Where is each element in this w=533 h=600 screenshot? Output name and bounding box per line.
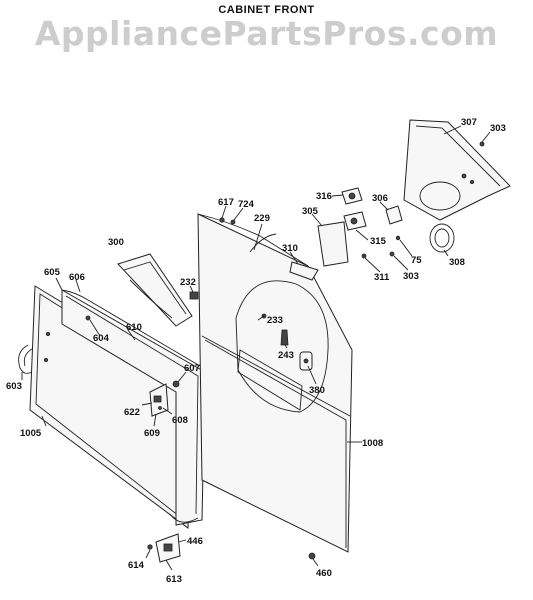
- door-handle[interactable]: [18, 344, 33, 374]
- screw-614: [147, 544, 153, 550]
- callout-607: 607: [184, 363, 200, 374]
- callout-605: 605: [44, 267, 61, 278]
- callout-315: 315: [370, 236, 387, 247]
- wire-229[interactable]: [249, 233, 277, 253]
- screw-617: [219, 217, 225, 223]
- callout-610: 610: [126, 322, 142, 333]
- cabinet-top-edge: [197, 213, 309, 267]
- clip-232: [189, 291, 199, 300]
- leader-lines: [21, 125, 491, 571]
- blower-duct[interactable]: [403, 119, 511, 221]
- callout-604: 604: [93, 333, 110, 344]
- screw-303a: [479, 141, 485, 147]
- lower-hinge[interactable]: [155, 533, 181, 563]
- callout-606: 606: [69, 272, 85, 283]
- screw-604: [85, 315, 91, 321]
- callout-609: 609: [144, 428, 160, 439]
- door-seal: [61, 289, 201, 367]
- callout-622: 622: [124, 407, 140, 418]
- watermark-text: AppliancePartsPros.com: [34, 14, 499, 53]
- screw-75: [395, 235, 401, 241]
- callout-316: 316: [316, 191, 332, 202]
- callout-labels: 307 303 316 306 305 315 75 308 311 303 6…: [6, 117, 506, 585]
- switch-380[interactable]: [299, 351, 313, 371]
- screw-311: [361, 253, 367, 259]
- part-306[interactable]: [385, 205, 403, 225]
- callout-380: 380: [309, 385, 325, 396]
- callout-303b: 303: [403, 271, 419, 282]
- callout-243: 243: [278, 350, 294, 361]
- callout-311: 311: [374, 272, 390, 283]
- thermostat-316[interactable]: [341, 187, 363, 205]
- callout-306: 306: [372, 193, 388, 204]
- callout-307: 307: [461, 117, 477, 128]
- callout-613: 613: [166, 574, 182, 585]
- callout-310: 310: [282, 243, 298, 254]
- callout-603: 603: [6, 381, 22, 392]
- callout-229: 229: [254, 213, 270, 224]
- diagram-title: CABINET FRONT: [218, 4, 315, 16]
- screw-303b: [389, 251, 395, 257]
- callout-1008: 1008: [362, 438, 383, 449]
- callout-232: 232: [180, 277, 196, 288]
- callout-446: 446: [187, 536, 203, 547]
- callout-300: 300: [108, 237, 124, 248]
- callout-724: 724: [238, 199, 255, 210]
- callout-233: 233: [267, 315, 283, 326]
- callout-617: 617: [218, 197, 234, 208]
- part-243: [280, 329, 289, 346]
- callout-305: 305: [302, 206, 319, 217]
- callout-75: 75: [411, 255, 422, 266]
- callout-1005: 1005: [20, 428, 42, 439]
- callout-608: 608: [172, 415, 188, 426]
- mounting-plate-305[interactable]: [317, 211, 367, 267]
- screw-460: [308, 552, 316, 560]
- callout-460: 460: [316, 568, 332, 579]
- callout-308: 308: [449, 257, 465, 268]
- screw-724: [230, 219, 236, 225]
- seal-ring-308[interactable]: [429, 223, 455, 253]
- bracket-310[interactable]: [289, 261, 319, 281]
- lint-duct[interactable]: [117, 253, 193, 327]
- callout-614: 614: [128, 560, 145, 571]
- cabinet-front-panel[interactable]: [197, 213, 353, 553]
- screw-607: [172, 380, 180, 388]
- callout-303a: 303: [490, 123, 506, 134]
